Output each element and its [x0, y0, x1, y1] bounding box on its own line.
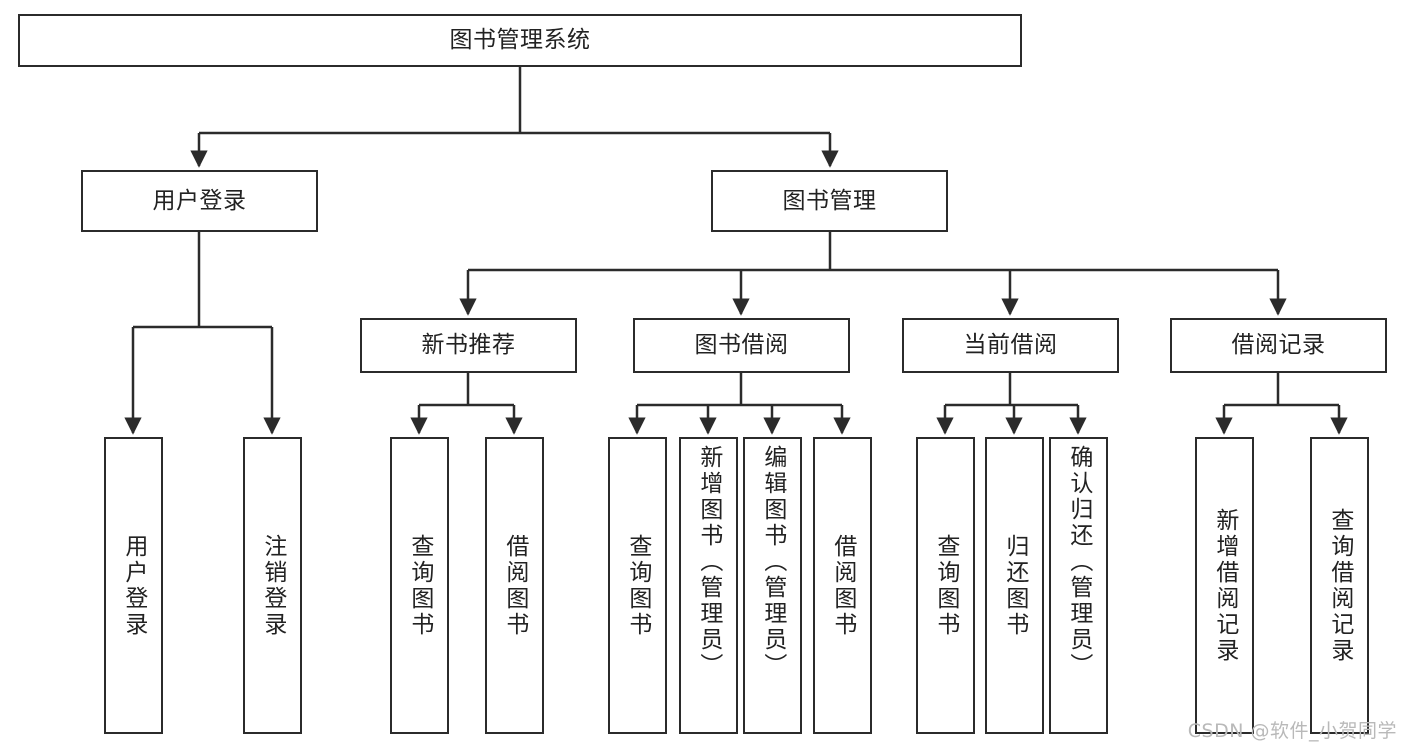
node-leaf-book-borrow-4[interactable]: 借阅图书 [813, 437, 872, 734]
node-borrow-record[interactable]: 借阅记录 [1170, 318, 1387, 373]
node-leaf-borrow-record-1[interactable]: 新增借阅记录 [1195, 437, 1254, 734]
node-leaf-book-borrow-1-label: 查询图书 [624, 533, 651, 638]
node-new-book-recommend-label: 新书推荐 [421, 332, 516, 359]
node-leaf-current-borrow-3[interactable]: 确认归还（管理员） [1049, 437, 1108, 734]
node-current-borrow-label: 当前借阅 [963, 332, 1058, 359]
node-leaf-borrow-record-2-label: 查询借阅记录 [1326, 507, 1353, 664]
node-book-borrow-label: 图书借阅 [694, 332, 789, 359]
node-leaf-book-borrow-3[interactable]: 编辑图书（管理员） [743, 437, 802, 734]
node-book-manage-label: 图书管理 [782, 187, 877, 214]
node-leaf-book-borrow-2[interactable]: 新增图书（管理员） [679, 437, 738, 734]
node-leaf-user-login-1[interactable]: 用户登录 [104, 437, 163, 734]
node-leaf-borrow-record-2[interactable]: 查询借阅记录 [1310, 437, 1369, 734]
node-book-manage[interactable]: 图书管理 [711, 170, 948, 232]
node-root-label: 图书管理系统 [449, 27, 591, 54]
node-book-borrow[interactable]: 图书借阅 [633, 318, 850, 373]
node-leaf-new-book-1[interactable]: 查询图书 [390, 437, 449, 734]
node-borrow-record-label: 借阅记录 [1231, 332, 1326, 359]
node-root[interactable]: 图书管理系统 [18, 14, 1022, 67]
node-leaf-current-borrow-1[interactable]: 查询图书 [916, 437, 975, 734]
node-leaf-book-borrow-2-label: 新增图书（管理员） [695, 445, 722, 679]
node-leaf-book-borrow-1[interactable]: 查询图书 [608, 437, 667, 734]
node-leaf-new-book-1-label: 查询图书 [406, 533, 433, 638]
watermark: CSDN @软件_小贺同学 [1187, 720, 1397, 742]
node-leaf-user-login-1-label: 用户登录 [120, 533, 147, 638]
node-leaf-current-borrow-3-label: 确认归还（管理员） [1065, 445, 1092, 679]
node-leaf-current-borrow-2-label: 归还图书 [1001, 533, 1028, 638]
node-user-login-label: 用户登录 [152, 187, 247, 214]
node-leaf-new-book-2[interactable]: 借阅图书 [485, 437, 544, 734]
node-leaf-user-login-2-label: 注销登录 [259, 533, 286, 638]
node-current-borrow[interactable]: 当前借阅 [902, 318, 1119, 373]
node-leaf-book-borrow-3-label: 编辑图书（管理员） [759, 445, 786, 679]
node-user-login[interactable]: 用户登录 [81, 170, 318, 232]
node-leaf-current-borrow-1-label: 查询图书 [932, 533, 959, 638]
node-new-book-recommend[interactable]: 新书推荐 [360, 318, 577, 373]
node-leaf-user-login-2[interactable]: 注销登录 [243, 437, 302, 734]
node-leaf-borrow-record-1-label: 新增借阅记录 [1211, 507, 1238, 664]
node-leaf-new-book-2-label: 借阅图书 [501, 533, 528, 638]
node-leaf-current-borrow-2[interactable]: 归还图书 [985, 437, 1044, 734]
node-leaf-book-borrow-4-label: 借阅图书 [829, 533, 856, 638]
